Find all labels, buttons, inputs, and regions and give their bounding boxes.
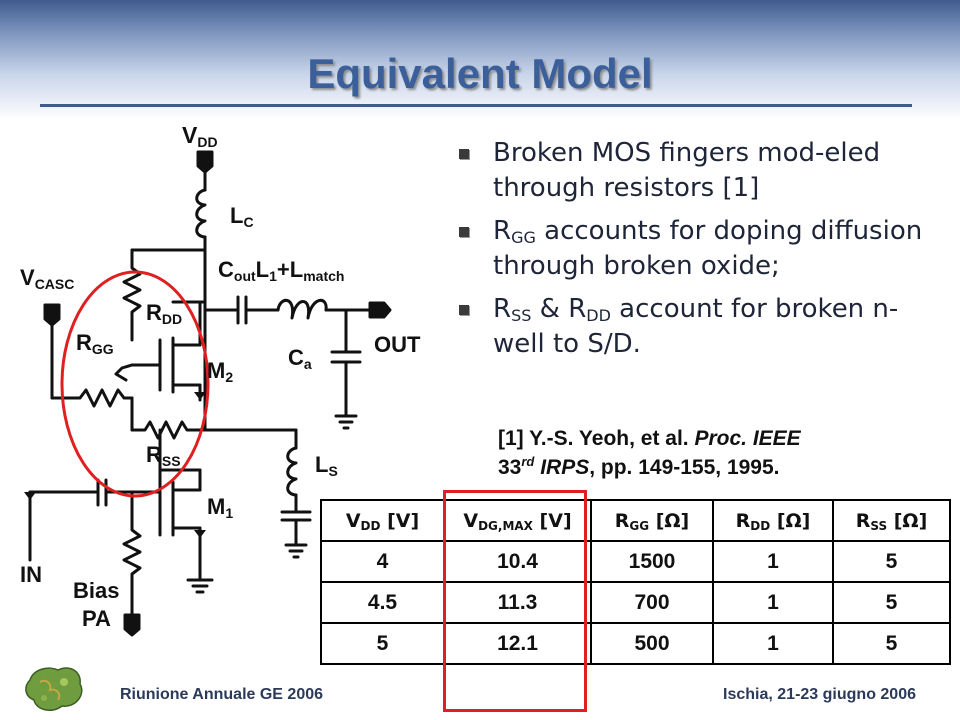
table-cell: 500 [590,622,714,665]
svg-text:IN: IN [20,562,42,587]
column-header: RDD [Ω] [712,499,834,542]
table-cell: 12.1 [443,622,592,665]
column-header: VDD [V] [320,499,445,542]
table-cell: 1 [712,540,834,583]
reference-citation: [1] Y.-S. Yeoh, et al. Proc. IEEE 33rd I… [498,427,801,479]
rgg-resistor [114,363,134,382]
header-band [0,0,960,120]
bias-pad [123,613,141,637]
rdd-resistor [122,248,142,320]
logo-icon [22,660,88,716]
circuit-schematic: VDD LC VCASC CoutL1+Lmatch RDD RGG OUT C… [20,122,421,637]
square-bullet-icon [459,227,469,237]
bullet-list: Broken MOS fingers mod-eled through resi… [455,136,925,370]
side-resistor [50,388,134,408]
table-row: 4.5 11.3 700 1 5 [320,581,951,624]
table-header-row: VDD [V] VDG,MAX [V] RGG [Ω] RDD [Ω] RSS … [320,499,951,542]
table-cell: 5 [320,622,445,665]
out-pad [368,301,392,319]
table-cell: 5 [832,540,951,583]
table-cell: 11.3 [443,581,592,624]
table-cell: 1 [712,622,834,665]
table-cell: 5 [832,622,951,665]
table-row: 5 12.1 500 1 5 [320,622,951,665]
column-header: VDG,MAX [V] [443,499,592,542]
svg-text:CoutL1+Lmatch: CoutL1+Lmatch [218,257,344,284]
svg-text:VCASC: VCASC [20,265,74,292]
l1-inductor [276,299,328,320]
footer-location-date: Ischia, 21-23 giugno 2006 [723,686,916,703]
table-cell: 4.5 [320,581,445,624]
table-cell: 1500 [590,540,714,583]
column-header: RSS [Ω] [832,499,951,542]
column-header: RGG [Ω] [590,499,714,542]
square-bullet-icon [459,149,469,159]
ls-inductor [286,446,298,497]
table-cell: 5 [832,581,951,624]
bullet-item: RGG accounts for doping diffusion throug… [455,214,925,284]
rss-resistor [130,420,207,440]
svg-text:M2: M2 [207,358,233,385]
bias-resistor [122,518,142,602]
svg-text:OUT: OUT [374,332,421,357]
vdd-pad [196,150,214,174]
svg-text:VDD: VDD [182,122,218,150]
svg-text:LC: LC [230,203,254,230]
table-row: 4 10.4 1500 1 5 [320,540,951,583]
vcasc-pad [43,303,61,327]
lc-inductor [195,188,207,239]
parameter-table: VDD [V] VDG,MAX [V] RGG [Ω] RDD [Ω] RSS … [320,499,951,665]
table-cell: 4 [320,540,445,583]
title-underline [40,104,912,107]
slide-title: Equivalent Model [307,50,653,97]
svg-text:Ca: Ca [288,345,312,372]
svg-text:RGG: RGG [76,330,114,357]
svg-text:RSS: RSS [146,442,181,469]
highlight-ellipse [60,270,210,498]
table-cell: 1 [712,581,834,624]
svg-text:PA: PA [82,606,111,631]
svg-text:LS: LS [315,452,338,479]
svg-text:M1: M1 [207,494,233,521]
highlight-column-box [443,490,587,712]
table-cell: 700 [590,581,714,624]
svg-text:RDD: RDD [146,300,182,327]
bullet-item: Broken MOS fingers mod-eled through resi… [455,136,925,206]
footer-event: Riunione Annuale GE 2006 [120,686,324,703]
square-bullet-icon [459,305,469,315]
svg-text:Bias: Bias [73,578,119,603]
bullet-item: RSS & RDD account for broken n-well to S… [455,292,925,362]
